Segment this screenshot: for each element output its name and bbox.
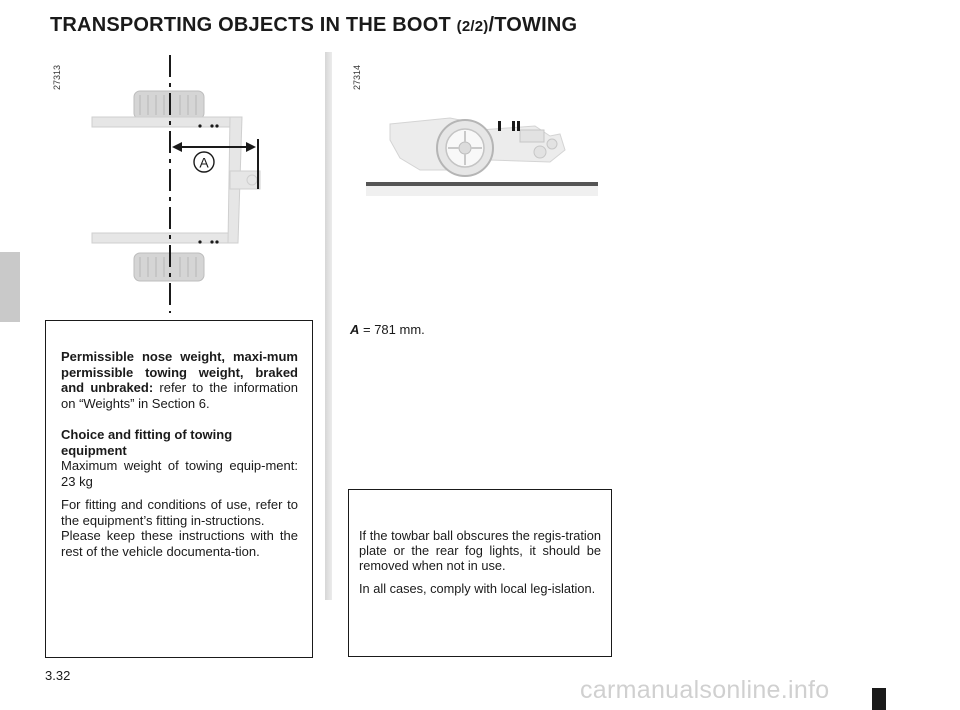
dimension-value: A = 781 mm.	[350, 322, 425, 337]
towbar-side-view-illustration	[366, 117, 598, 196]
title-main: TRANSPORTING OBJECTS IN THE BOOT	[50, 14, 457, 36]
column-divider	[325, 52, 332, 600]
towbar-ball-paragraph: If the towbar ball obscures the regis-tr…	[359, 528, 601, 573]
towing-info-box: Permissible nose weight, maxi-mum permis…	[45, 320, 313, 658]
towbar-frame	[91, 116, 261, 244]
towing-equipment-weight: Maximum weight of towing equip-ment: 23 …	[61, 458, 298, 489]
local-legislation-paragraph: In all cases, comply with local leg-isla…	[359, 581, 596, 596]
weights-rest: refer to the information on “Weights” in…	[61, 380, 298, 411]
keep-instructions: Please keep these instructions with the …	[61, 528, 298, 559]
fitting-instructions: For fitting and conditions of use, refer…	[61, 497, 298, 528]
towbar-top-view-illustration: A	[91, 55, 261, 313]
dimension-arrow	[172, 139, 259, 189]
figure-1-id: 27313	[52, 64, 62, 90]
ground-line	[366, 182, 598, 186]
towbar-ball-warning-box: If the towbar ball obscures the regis-tr…	[348, 489, 612, 657]
page-title: TRANSPORTING OBJECTS IN THE BOOT (2/2)/T…	[50, 14, 577, 37]
towbar-hitch	[519, 129, 558, 159]
weights-paragraph: Permissible nose weight, maxi-mum permis…	[61, 349, 298, 411]
dimension-label: A	[199, 155, 209, 171]
figure-2-id: 27314	[352, 64, 362, 90]
title-towing: /TOWING	[488, 14, 578, 36]
weights-bold: Permissible nose weight, maxi-mum permis…	[61, 349, 298, 395]
title-page-indicator: (2/2)	[456, 18, 489, 35]
page-corner-mark	[872, 688, 886, 710]
dimension-value-label: A	[350, 322, 360, 337]
page-number: 3.32	[45, 668, 71, 683]
towing-equipment-heading: Choice and fitting of towing equipment	[61, 427, 233, 458]
watermark: carmanualsonline.info	[580, 676, 830, 704]
section-tab	[0, 252, 20, 322]
dimension-value-text: = 781 mm.	[359, 322, 425, 337]
